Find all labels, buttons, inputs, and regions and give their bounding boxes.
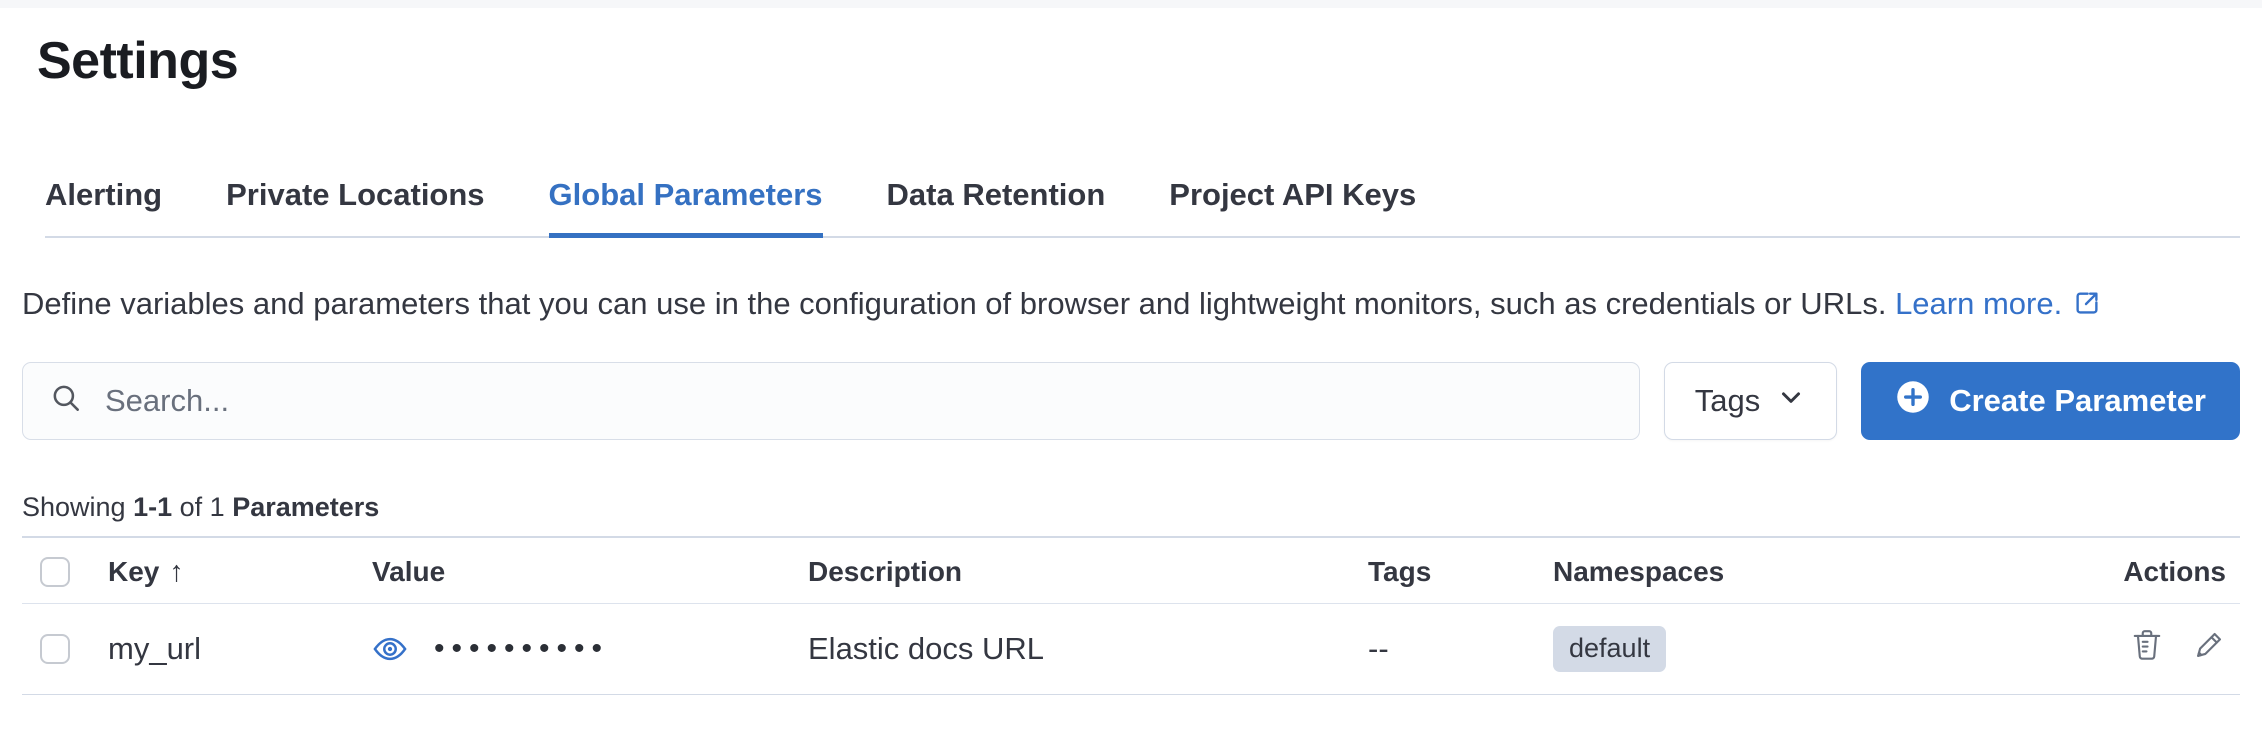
tab-label: Global Parameters xyxy=(548,176,823,212)
summary-of: of 1 xyxy=(179,491,225,522)
summary-range: 1-1 xyxy=(133,491,173,522)
description-body: Define variables and parameters that you… xyxy=(22,285,1887,321)
plus-in-circle-icon xyxy=(1895,379,1931,423)
namespace-badge: default xyxy=(1553,625,1667,672)
column-header-key[interactable]: Key ↑ xyxy=(100,536,364,604)
pencil-icon xyxy=(2192,628,2226,665)
tab-label: Alerting xyxy=(45,176,163,212)
actions-cell xyxy=(1945,603,2240,695)
create-parameter-button[interactable]: Create Parameter xyxy=(1861,361,2240,440)
eye-icon[interactable] xyxy=(372,631,408,667)
column-label: Tags xyxy=(1368,556,1432,588)
masked-value: •••••••••• xyxy=(434,631,610,665)
select-all-checkbox[interactable] xyxy=(40,557,70,588)
table-row: my_url •••••••••• Elastic docs URL -- de… xyxy=(22,603,2240,695)
sort-ascending-icon: ↑ xyxy=(169,555,184,588)
column-label: Actions xyxy=(2123,556,2226,588)
tab-label: Data Retention xyxy=(886,176,1106,212)
tab-label: Private Locations xyxy=(226,176,485,212)
description-text: Define variables and parameters that you… xyxy=(22,280,2240,332)
column-header-namespaces: Namespaces xyxy=(1545,536,1945,604)
tab-private-locations[interactable]: Private Locations xyxy=(226,176,484,236)
tab-bar: Alerting Private Locations Global Parame… xyxy=(45,176,2240,238)
namespaces-cell: default xyxy=(1545,603,1945,695)
tab-project-api-keys[interactable]: Project API Keys xyxy=(1169,176,1416,236)
column-header-tags: Tags xyxy=(1360,536,1545,604)
tab-global-parameters[interactable]: Global Parameters xyxy=(548,176,823,238)
tab-label: Project API Keys xyxy=(1169,176,1417,212)
edit-parameter-button[interactable] xyxy=(2192,628,2226,665)
column-label: Description xyxy=(808,556,963,588)
learn-more-link[interactable]: Learn more. xyxy=(1895,286,2102,321)
search-icon xyxy=(49,381,83,420)
tags-button-label: Tags xyxy=(1694,382,1761,418)
page-title: Settings xyxy=(37,32,239,90)
search-input[interactable] xyxy=(105,362,1639,439)
create-button-label: Create Parameter xyxy=(1949,382,2206,418)
column-label: Key xyxy=(108,555,160,587)
learn-more-label: Learn more. xyxy=(1895,285,2063,321)
tab-alerting[interactable]: Alerting xyxy=(45,176,162,236)
settings-page: Settings Alerting Private Locations Glob… xyxy=(0,32,2262,695)
tab-data-retention[interactable]: Data Retention xyxy=(887,176,1106,236)
tags-filter-button[interactable]: Tags xyxy=(1663,361,1838,440)
column-label: Value xyxy=(372,556,446,588)
column-label: Namespaces xyxy=(1553,556,1725,588)
key-cell: my_url xyxy=(100,603,364,695)
trash-icon xyxy=(2130,628,2164,665)
chevron-down-icon xyxy=(1776,382,1806,420)
summary-showing: Showing xyxy=(22,491,126,522)
results-summary: Showing 1-1 of 1 Parameters xyxy=(22,490,2240,524)
page-top-strip xyxy=(0,0,2262,8)
delete-parameter-button[interactable] xyxy=(2130,628,2164,665)
summary-entity: Parameters xyxy=(232,491,380,522)
row-select-cell xyxy=(22,603,100,695)
tags-cell: -- xyxy=(1360,603,1545,695)
table-header-row: Key ↑ Value Description Tags Namespaces A… xyxy=(22,536,2240,604)
column-header-value: Value xyxy=(364,536,800,604)
toolbar: Tags Create Parameter xyxy=(22,361,2240,440)
parameters-table: Key ↑ Value Description Tags Namespaces A… xyxy=(22,535,2240,695)
description-cell: Elastic docs URL xyxy=(800,603,1360,695)
column-header-description: Description xyxy=(800,536,1360,604)
search-input-wrapper[interactable] xyxy=(22,361,1640,440)
value-cell: •••••••••• xyxy=(364,603,800,695)
column-header-actions: Actions xyxy=(1945,536,2240,604)
external-link-icon xyxy=(2072,284,2102,332)
row-checkbox[interactable] xyxy=(40,633,70,664)
header-select-all-cell xyxy=(22,536,100,604)
